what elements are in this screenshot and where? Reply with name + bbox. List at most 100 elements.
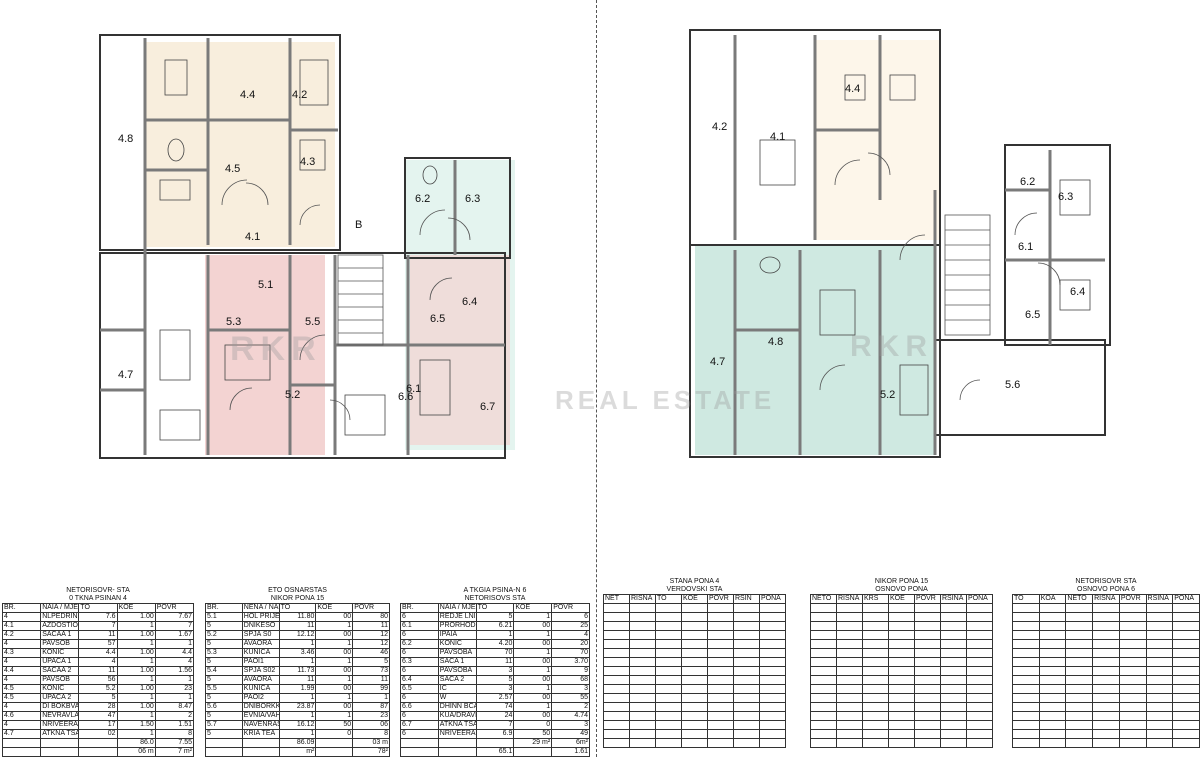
table-cell: 00 [315, 666, 354, 676]
table-cell [836, 648, 863, 658]
table-cell [603, 693, 630, 703]
table-cell [914, 612, 941, 622]
table-cell [1038, 666, 1067, 676]
table-cell: 1 [352, 693, 390, 703]
table-cell [733, 684, 760, 694]
svg-text:5.2: 5.2 [880, 389, 895, 401]
table-cell [862, 684, 889, 694]
table-cell: IC [437, 684, 477, 694]
table-cell [681, 648, 708, 658]
table-row [603, 612, 786, 622]
table-cell [205, 747, 243, 757]
table-cell: 17 [78, 720, 118, 730]
table-cell: 1 [278, 711, 317, 721]
table-heading: NIKOR PONA 15 [874, 578, 929, 585]
table-cell [862, 702, 889, 712]
svg-text:4.4: 4.4 [240, 89, 255, 101]
table-cell: 1 [315, 621, 354, 631]
table-cell: DHINN BCAK/BOVAIA [437, 702, 477, 712]
table-cell [1145, 657, 1174, 667]
table-cell: 6.4 [400, 675, 439, 685]
table-cell [914, 639, 941, 649]
table-cell [1172, 657, 1200, 667]
table-cell [1012, 702, 1040, 712]
table-cell [1038, 657, 1067, 667]
table-cell [966, 639, 993, 649]
table-cell [629, 684, 656, 694]
table-cell [888, 621, 915, 631]
table-cell [966, 675, 993, 685]
table-cell: 8 [352, 729, 390, 739]
table-cell: PAVSOBA [437, 648, 477, 658]
column-header: NETO [810, 594, 837, 604]
table-cell [241, 738, 280, 748]
table-cell [759, 711, 786, 721]
table-cell: 8.47 [154, 702, 195, 712]
table-cell [1145, 720, 1174, 730]
table-cell: 1 [513, 666, 553, 676]
table-cell: 6 [400, 612, 439, 622]
table-cell [707, 630, 734, 640]
table-cell [888, 711, 915, 721]
table-cell [733, 612, 760, 622]
table-cell: 1 [513, 684, 553, 694]
table-cell: 1 [116, 711, 156, 721]
table-cell: 1 [315, 639, 354, 649]
table-cell [1118, 603, 1147, 613]
table-heading: NETORISOVR- STA [66, 587, 130, 594]
table-cell [733, 621, 760, 631]
table-cell [681, 684, 708, 694]
table-cell: 5.5 [205, 684, 243, 694]
table-cell [1038, 612, 1067, 622]
table-cell [1012, 666, 1040, 676]
table-cell: 4 [1, 675, 42, 685]
table-cell: PAVSOB [40, 675, 80, 685]
zone-right-upper [815, 40, 940, 240]
table-cell: 57 [78, 639, 118, 649]
table-cell [966, 702, 993, 712]
table-cell [914, 711, 941, 721]
table-cell [1118, 693, 1147, 703]
table-cell [1092, 666, 1120, 676]
table-cell [759, 720, 786, 730]
table-cell: 6.6 [400, 702, 439, 712]
table-cell: 3.46 [278, 648, 317, 658]
column-header: POVR [551, 603, 590, 613]
table-cell [759, 738, 786, 748]
column-header: POVR [352, 603, 390, 613]
table-cell: SACA 2 [437, 675, 477, 685]
table-cell [759, 729, 786, 739]
table-cell [681, 675, 708, 685]
table-cell: 0 [513, 720, 553, 730]
table-cell [966, 621, 993, 631]
table-cell [1038, 675, 1067, 685]
table-cell [966, 738, 993, 748]
table-cell [733, 603, 760, 613]
table-cell [437, 738, 477, 748]
table-cell: SACA 1 [437, 657, 477, 667]
table-row [603, 621, 786, 631]
table-cell: 70 [551, 648, 590, 658]
table-cell [1145, 684, 1174, 694]
right-floor-plan: 4.2 4.4 4.1 6.1 6.2 6.3 6.4 6.5 4.7 4.8 … [689, 29, 1111, 458]
table-cell: IPAIA [437, 630, 477, 640]
table-cell [1118, 675, 1147, 685]
table-cell [810, 621, 837, 631]
table-row [810, 639, 993, 649]
table-cell [655, 639, 682, 649]
table-cell [1118, 738, 1147, 748]
table-cell: 6.1 [400, 621, 439, 631]
table-cell [888, 612, 915, 622]
svg-text:4.7: 4.7 [118, 369, 133, 381]
table-cell [836, 729, 863, 739]
table-cell: ATKNA TSA [40, 729, 80, 739]
table-cell [629, 639, 656, 649]
